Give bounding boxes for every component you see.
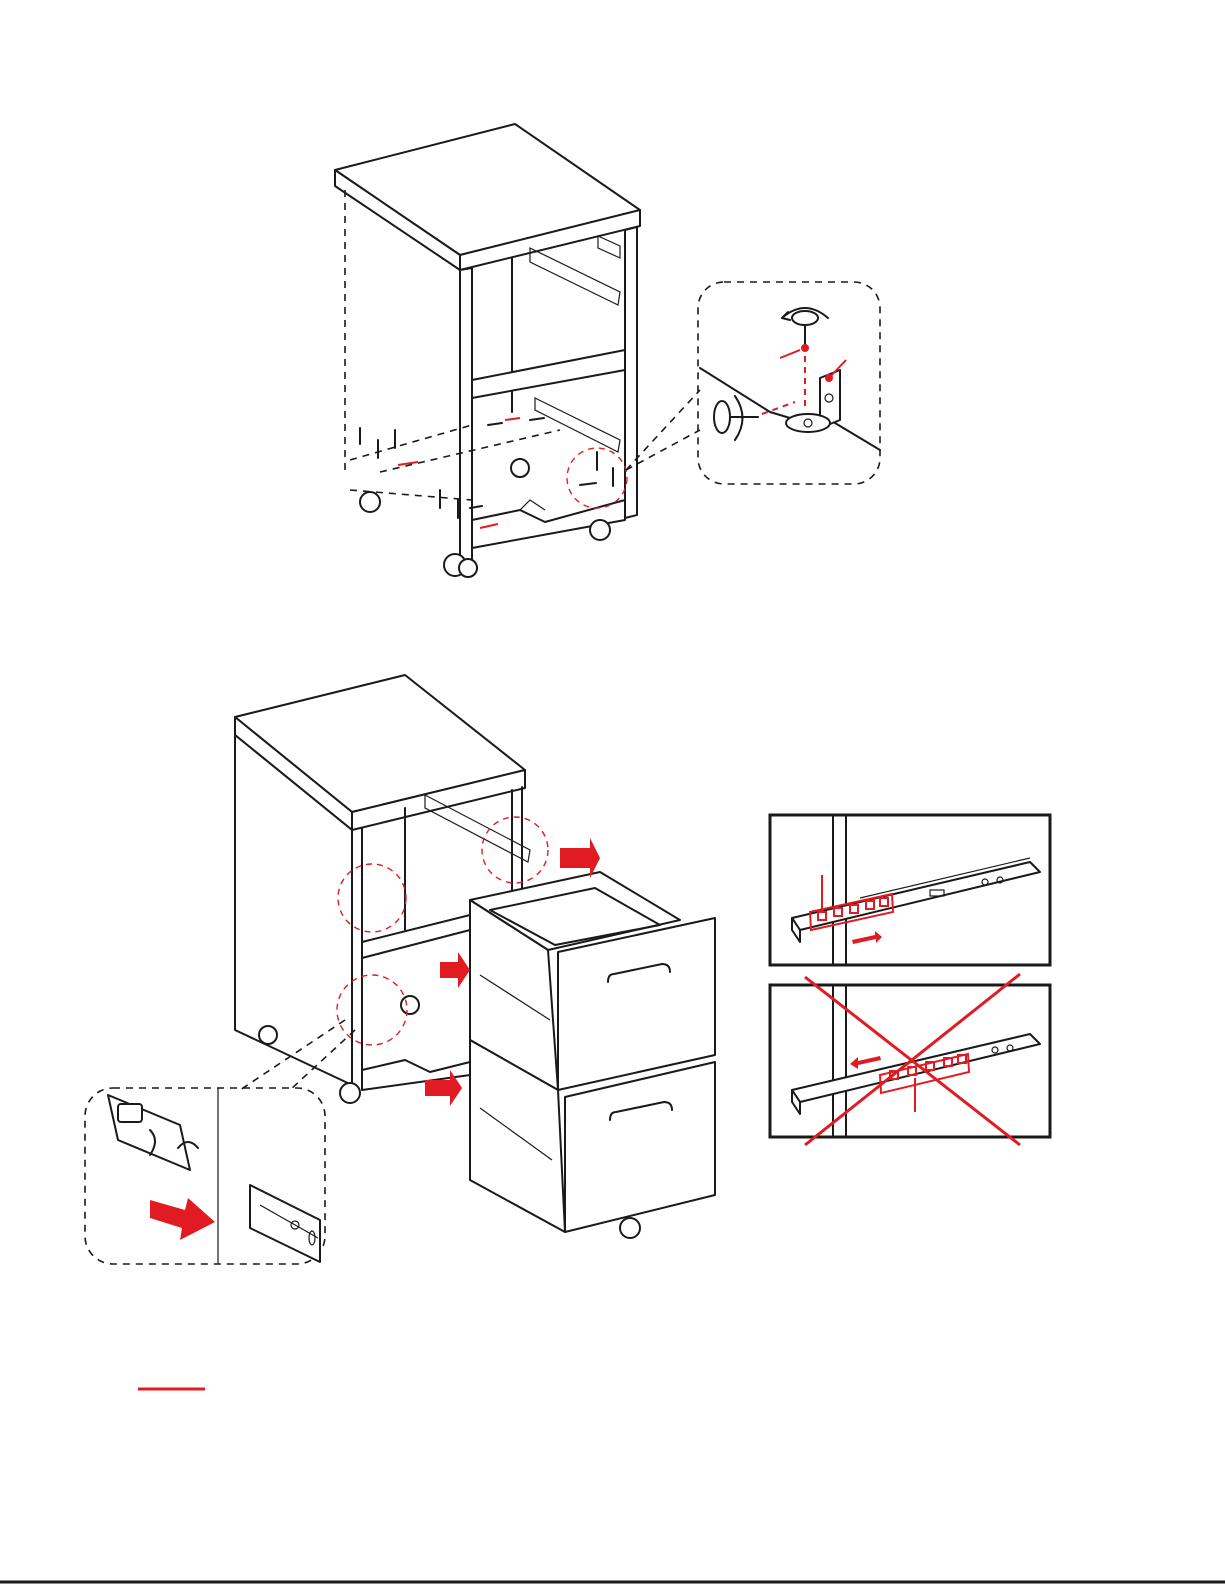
cabinet-bracket-screw-assembly [335, 124, 700, 577]
rail-correct-position [770, 815, 1050, 965]
rail-release-detail-callout [85, 1088, 325, 1264]
bracket-detail-callout [698, 282, 880, 484]
rail-incorrect-position [770, 974, 1050, 1145]
drawer-insertion-assembly [235, 675, 715, 1238]
